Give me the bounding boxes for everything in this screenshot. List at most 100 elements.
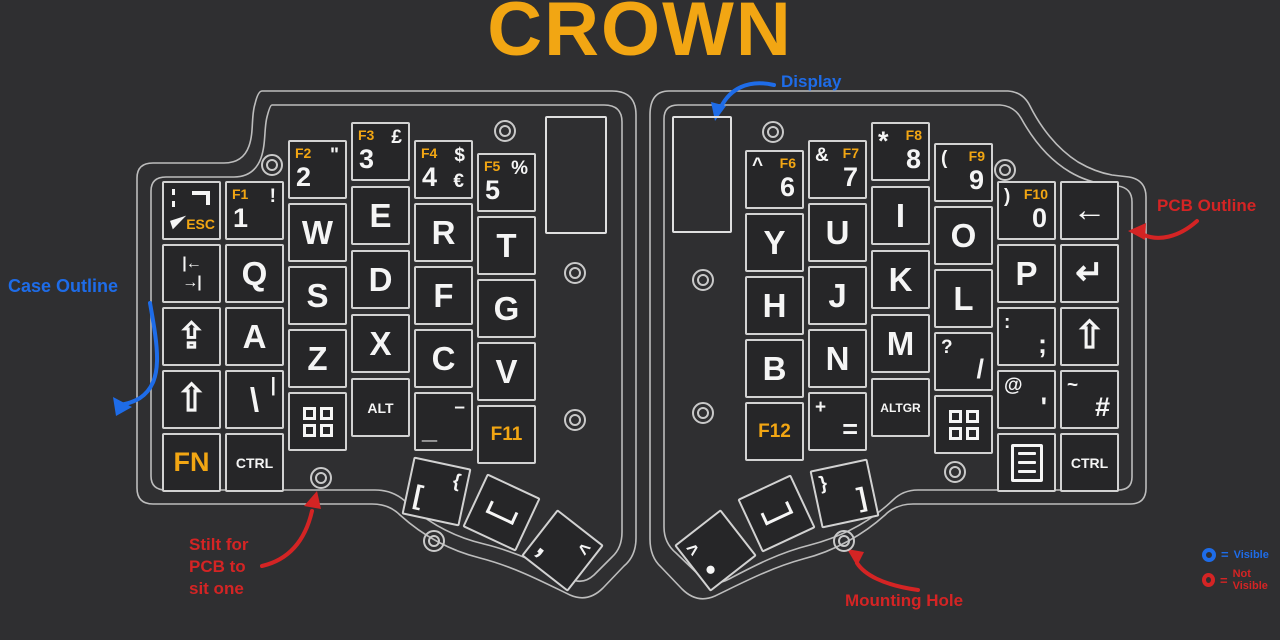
key-ctrl-r[interactable]: CTRL [1060, 433, 1119, 492]
key-label: 2 [296, 162, 312, 192]
key-super-l[interactable] [288, 392, 347, 451]
key-label: _ [422, 414, 438, 444]
key-c[interactable]: C [414, 329, 473, 388]
key-o[interactable]: O [934, 206, 993, 265]
key-space-l[interactable] [462, 473, 541, 552]
key-label: F5 [484, 158, 501, 174]
key-label: = [842, 414, 858, 444]
key-label: $ [454, 145, 465, 166]
key-i[interactable]: I [871, 186, 930, 245]
key-k[interactable]: K [871, 250, 930, 309]
mounting-hole-inner-ring [999, 164, 1011, 176]
key-backslash[interactable]: \| [225, 370, 284, 429]
key-label: N [825, 340, 850, 377]
key-fn[interactable]: FN [162, 433, 221, 492]
backspace-icon: ← [1072, 191, 1107, 230]
key-3[interactable]: F3£3 [351, 122, 410, 181]
key-t[interactable]: T [477, 216, 536, 275]
tab-icon: |←→| [182, 255, 202, 291]
key-g[interactable]: G [477, 279, 536, 338]
key-label: F7 [842, 145, 859, 161]
key-j[interactable]: J [808, 266, 867, 325]
key-2[interactable]: F2"2 [288, 140, 347, 199]
key-comma[interactable]: <, [521, 509, 604, 592]
key-y[interactable]: Y [745, 213, 804, 272]
key-enter[interactable]: ↵ [1060, 244, 1119, 303]
key-1[interactable]: F1!1 [225, 181, 284, 240]
key-label: S [306, 277, 329, 314]
key-backspace[interactable]: ← [1060, 181, 1119, 240]
key-hash[interactable]: ~# [1060, 370, 1119, 429]
key-question[interactable]: ?/ [934, 332, 993, 391]
key-z[interactable]: Z [288, 329, 347, 388]
key-label: 1 [233, 203, 249, 233]
key-shift-r[interactable]: ⇧ [1060, 307, 1119, 366]
key-a[interactable]: A [225, 307, 284, 366]
key-l[interactable]: L [934, 269, 993, 328]
key-space-r[interactable] [737, 474, 816, 553]
key-s[interactable]: S [288, 266, 347, 325]
key-super-r[interactable] [934, 395, 993, 454]
key-label: ' [1040, 392, 1047, 422]
key-alt[interactable]: ALT [351, 378, 410, 437]
key-4[interactable]: F4$4€ [414, 140, 473, 199]
key-shift-l[interactable]: ⇧ [162, 370, 221, 429]
key-menu[interactable] [997, 433, 1056, 492]
key-b[interactable]: B [745, 339, 804, 398]
key-colon[interactable]: :; [997, 307, 1056, 366]
key-label: T [496, 227, 517, 264]
display-arrow [719, 81, 776, 109]
key-plus[interactable]: += [808, 392, 867, 451]
mounting-hole-inner-ring [838, 535, 850, 547]
key-label: B [762, 350, 787, 387]
key-caps[interactable]: ⇪ [162, 307, 221, 366]
key-label: ALTGR [880, 400, 921, 415]
key-esc[interactable]: ESC [162, 181, 221, 240]
key-u[interactable]: U [808, 203, 867, 262]
stilt-arrow [260, 509, 314, 568]
key-period[interactable]: >● [674, 509, 757, 592]
key-h[interactable]: H [745, 276, 804, 335]
key-label: | [270, 375, 276, 396]
legend-equals: = [1221, 547, 1229, 562]
key-v[interactable]: V [477, 342, 536, 401]
case-outline-arrow [116, 301, 160, 407]
key-rbracket[interactable]: }] [809, 458, 880, 529]
key-m[interactable]: M [871, 314, 930, 373]
key-at[interactable]: @' [997, 370, 1056, 429]
key-f[interactable]: F [414, 266, 473, 325]
key-tab[interactable]: |←→| [162, 244, 221, 303]
key-label: 6 [779, 172, 795, 202]
stilt-annotation: Stilt for PCB to sit one [189, 535, 249, 598]
key-lbracket[interactable]: {[ [401, 456, 472, 527]
key-f12[interactable]: F12 [745, 402, 804, 461]
key-label: F [433, 277, 454, 314]
key-p[interactable]: P [997, 244, 1056, 303]
key-label: , [531, 526, 562, 562]
key-d[interactable]: D [351, 250, 410, 309]
mounting-hole-inner-ring [266, 159, 278, 171]
key-5[interactable]: F5%5 [477, 153, 536, 212]
key-x[interactable]: X [351, 314, 410, 373]
key-n[interactable]: N [808, 329, 867, 388]
key-e[interactable]: E [351, 186, 410, 245]
key-label: ! [269, 186, 276, 207]
mounting-hole [692, 269, 714, 291]
key-f11[interactable]: F11 [477, 405, 536, 464]
key-ctrl-l[interactable]: CTRL [225, 433, 284, 492]
key-altgr[interactable]: ALTGR [871, 378, 930, 437]
key-q[interactable]: Q [225, 244, 284, 303]
mounting-hole [494, 120, 516, 142]
key-label: J [828, 277, 847, 314]
key-r[interactable]: R [414, 203, 473, 262]
mounting-hole [944, 461, 966, 483]
key-label: H [762, 287, 787, 324]
key-w[interactable]: W [288, 203, 347, 262]
mounting-hole-inner-ring [569, 414, 581, 426]
key-minus[interactable]: –_ [414, 392, 473, 451]
